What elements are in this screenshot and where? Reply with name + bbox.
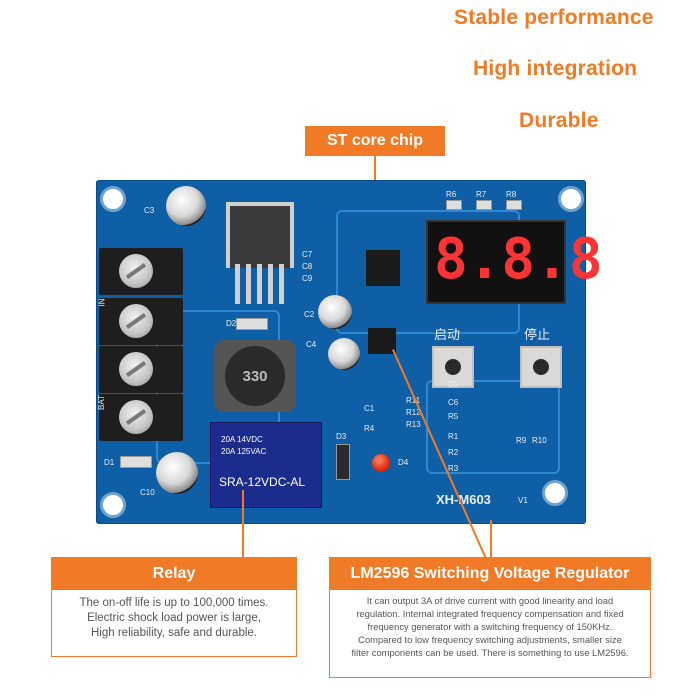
relay-component: 20A 14VDC 20A 125VAC SRA-12VDC-AL <box>210 422 322 508</box>
feature-durable: Durable <box>519 109 599 132</box>
inductor-marking: 330 <box>225 346 285 406</box>
silk-label: R7 <box>476 190 487 199</box>
regulator-pin <box>246 264 251 304</box>
silk-label: R8 <box>506 190 517 199</box>
silk-label: R6 <box>446 190 457 199</box>
capacitor-c2 <box>318 295 352 329</box>
screw-icon <box>119 254 153 288</box>
mount-hole-tr <box>558 186 584 212</box>
terminal-block-4 <box>99 394 183 441</box>
pcb-trace <box>426 380 560 474</box>
regulator-callout-leader <box>490 520 492 558</box>
transistor-q1 <box>368 328 396 354</box>
led-d4 <box>372 454 390 472</box>
label-start: 启动 <box>434 327 461 342</box>
capacitor-c4 <box>328 338 360 370</box>
silk-label: C4 <box>306 340 317 349</box>
regulator-desc-line: filter components can be used. There is … <box>351 647 629 658</box>
regulator-desc-line: It can output 3A of drive current with g… <box>366 595 614 606</box>
regulator-desc-line: frequency generator with a switching fre… <box>367 621 613 632</box>
st-core-chip <box>366 250 400 286</box>
relay-desc-line: Electric shock load power is large, <box>87 612 261 624</box>
regulator-pin <box>235 264 240 304</box>
capacitor-c10 <box>156 452 198 494</box>
seven-segment-display: 8.8.8 <box>426 220 603 304</box>
silk-label: C8 <box>302 262 313 271</box>
stop-button[interactable] <box>520 346 562 388</box>
silk-label: R5 <box>448 412 459 421</box>
silk-label: R13 <box>406 420 421 429</box>
relay-line-3: SRA-12VDC-AL <box>219 475 306 489</box>
mount-hole-bl <box>100 492 126 518</box>
screw-icon <box>119 304 153 338</box>
smd-part <box>336 444 350 480</box>
smd-part <box>476 200 492 210</box>
silk-label: D4 <box>398 458 409 467</box>
terminal-block-3 <box>99 346 183 393</box>
silk-label: C3 <box>144 206 155 215</box>
screw-icon <box>119 400 153 434</box>
chip-callout-label: ST core chip <box>305 126 445 156</box>
silk-label: C10 <box>140 488 155 497</box>
silk-label: D1 <box>104 458 115 467</box>
regulator-callout: LM2596 Switching Voltage Regulator It ca… <box>329 557 651 678</box>
regulator-desc-line: regulation. Internal integrated frequenc… <box>356 608 624 619</box>
silk-label: R2 <box>448 448 459 457</box>
screw-icon <box>119 352 153 386</box>
start-button[interactable] <box>432 346 474 388</box>
silk-label: R11 <box>406 396 421 405</box>
board-model: XH-M603 <box>436 492 491 507</box>
silk-label: C9 <box>302 274 313 283</box>
silk-label: R10 <box>532 436 547 445</box>
silk-label: R9 <box>516 436 527 445</box>
terminal-block-1 <box>99 248 183 295</box>
relay-desc-line: The on-off life is up to 100,000 times. <box>79 597 269 609</box>
smd-part <box>120 456 152 468</box>
regulator-pin <box>268 264 273 304</box>
silk-label: C2 <box>304 310 315 319</box>
silk-label: C7 <box>302 250 313 259</box>
relay-line-1: 20A 14VDC <box>221 435 263 444</box>
board-version: V1 <box>518 496 528 505</box>
feature-high-integration: High integration <box>473 57 638 80</box>
silk-bat: BAT <box>96 395 106 410</box>
relay-callout-desc: The on-off life is up to 100,000 times. … <box>58 596 290 641</box>
silk-label: D3 <box>336 432 347 441</box>
pcb-board: IN BAT 330 20A 14VDC 20A 125VAC SRA-12VD… <box>96 180 603 524</box>
capacitor-c3 <box>166 186 206 226</box>
regulator-pin <box>257 264 262 304</box>
silk-label: R1 <box>448 432 459 441</box>
regulator-desc-line: Compared to low frequency switching adju… <box>358 634 622 645</box>
silk-label: R4 <box>364 424 375 433</box>
silk-label: D2 <box>226 319 237 328</box>
regulator-pin <box>279 264 284 304</box>
mount-hole-br <box>542 480 568 506</box>
lm2596-regulator <box>226 202 294 268</box>
inductor: 330 <box>214 340 296 412</box>
relay-desc-line: High reliability, safe and durable. <box>91 627 257 639</box>
silk-label: C1 <box>364 404 375 413</box>
smd-part <box>446 200 462 210</box>
silk-in: IN <box>97 298 107 307</box>
feature-stable-performance: Stable performance <box>454 6 654 29</box>
label-stop: 停止 <box>524 327 551 342</box>
regulator-callout-title: LM2596 Switching Voltage Regulator <box>330 558 650 590</box>
display-value: 8.8.8 <box>434 227 603 292</box>
smd-part <box>506 200 522 210</box>
silk-label: C6 <box>448 398 459 407</box>
relay-callout-title: Relay <box>52 558 296 590</box>
relay-line-2: 20A 125VAC <box>221 447 267 456</box>
mount-hole-tl <box>100 186 126 212</box>
regulator-callout-desc: It can output 3A of drive current with g… <box>336 594 644 659</box>
silk-label: R3 <box>448 464 459 473</box>
silk-label: R12 <box>406 408 421 417</box>
relay-callout-leader <box>242 490 244 558</box>
terminal-block-2 <box>99 298 183 345</box>
relay-callout: Relay The on-off life is up to 100,000 t… <box>51 557 297 657</box>
smd-part <box>236 318 268 330</box>
silk-label: C5 <box>448 380 459 389</box>
